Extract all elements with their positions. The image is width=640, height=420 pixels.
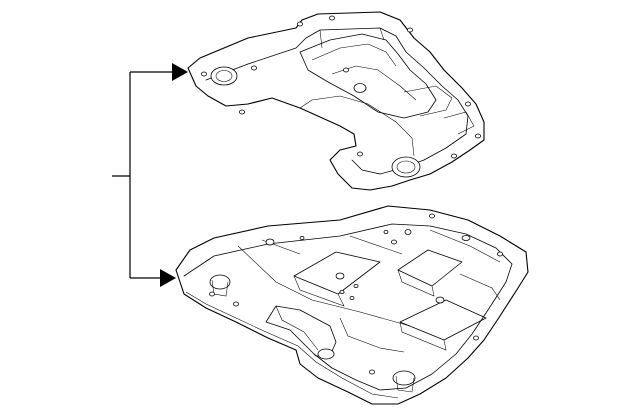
- lower-splash-shield: [175, 205, 529, 405]
- callout-leader: [112, 63, 188, 287]
- upper-shield-channel: [299, 33, 437, 119]
- arrowhead-upper: [172, 63, 188, 81]
- lower-shield-tunnel: [265, 305, 337, 357]
- lower-shield-pad: [397, 249, 463, 287]
- lower-shield-pad: [293, 251, 381, 295]
- upper-shield-outline: [187, 11, 485, 191]
- lower-shield-outline: [175, 205, 529, 405]
- lower-shield-rim: [183, 223, 513, 391]
- arrowhead-lower: [160, 269, 176, 287]
- upper-splash-shield: [187, 11, 485, 191]
- upper-shield-drain-hole: [391, 156, 421, 178]
- upper-shield-drain-hole: [210, 66, 238, 86]
- lower-shield-pad: [399, 299, 487, 341]
